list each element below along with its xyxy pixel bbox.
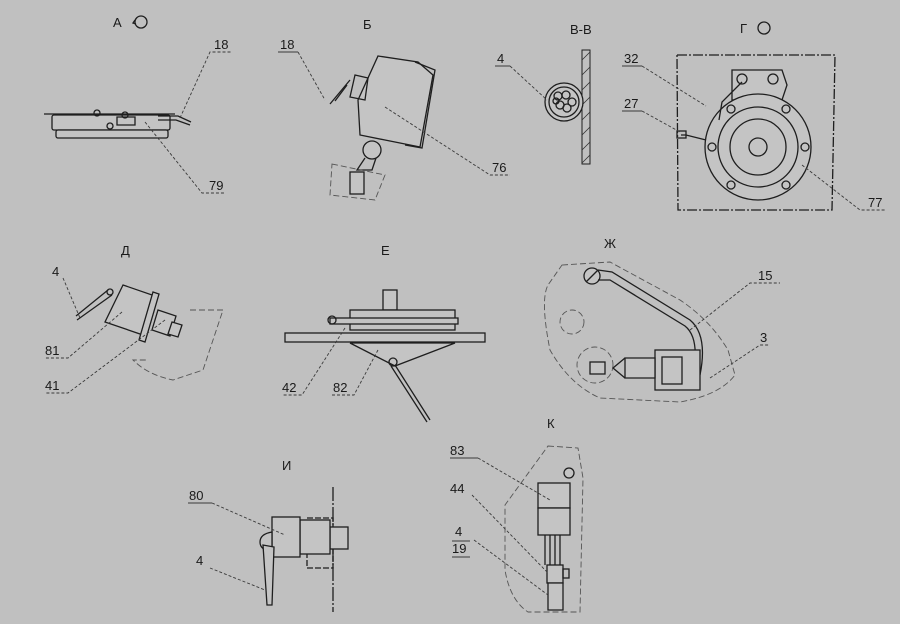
rotation-icon: [131, 15, 148, 29]
view-a: А 18 79: [44, 15, 232, 194]
label-4: 4: [497, 51, 504, 66]
horn-flange: [704, 93, 812, 201]
label-42: 42: [282, 380, 296, 395]
label-3: 3: [760, 330, 767, 345]
view-b: Б 18 76: [278, 17, 510, 201]
view-g-title: Г: [740, 21, 747, 36]
label-80: 80: [189, 488, 203, 503]
label-81: 81: [45, 343, 59, 358]
view-b-title: Б: [363, 17, 372, 32]
view-v-title: В-В: [570, 22, 592, 37]
label-15: 15: [758, 268, 772, 283]
view-v: В-В 4: [495, 22, 592, 165]
label-76: 76: [492, 160, 506, 175]
label-4: 4: [52, 264, 59, 279]
view-i: И 80 4: [188, 458, 349, 612]
label-44: 44: [450, 481, 464, 496]
label-41: 41: [45, 378, 59, 393]
label-32: 32: [624, 51, 638, 66]
rotation-icon: [757, 21, 771, 35]
view-zh: Ж 15 3: [543, 236, 780, 403]
label-18: 18: [214, 37, 228, 52]
view-g: Г 32 27 77: [622, 21, 885, 211]
label-82: 82: [333, 380, 347, 395]
label-4: 4: [196, 553, 203, 568]
view-k-title: К: [547, 416, 555, 431]
view-k: К 83 44 4 19: [450, 416, 584, 613]
label-4: 4: [455, 524, 462, 539]
label-27: 27: [624, 96, 638, 111]
lamp-housing: [357, 55, 434, 148]
label-83: 83: [450, 443, 464, 458]
view-e-title: Е: [381, 243, 390, 258]
label-18: 18: [280, 37, 294, 52]
nut: [271, 516, 301, 558]
view-d: Д 4 81 41: [45, 243, 224, 394]
label-77: 77: [868, 195, 882, 210]
view-e: Е 42 82: [282, 243, 486, 423]
label-79: 79: [209, 178, 223, 193]
bolt: [382, 289, 398, 311]
relay: [537, 482, 571, 509]
view-a-title: А: [113, 15, 122, 30]
view-i-title: И: [282, 458, 291, 473]
label-19: 19: [452, 541, 466, 556]
view-zh-title: Ж: [604, 236, 616, 251]
cable-section: [544, 82, 584, 122]
view-d-title: Д: [121, 243, 130, 258]
